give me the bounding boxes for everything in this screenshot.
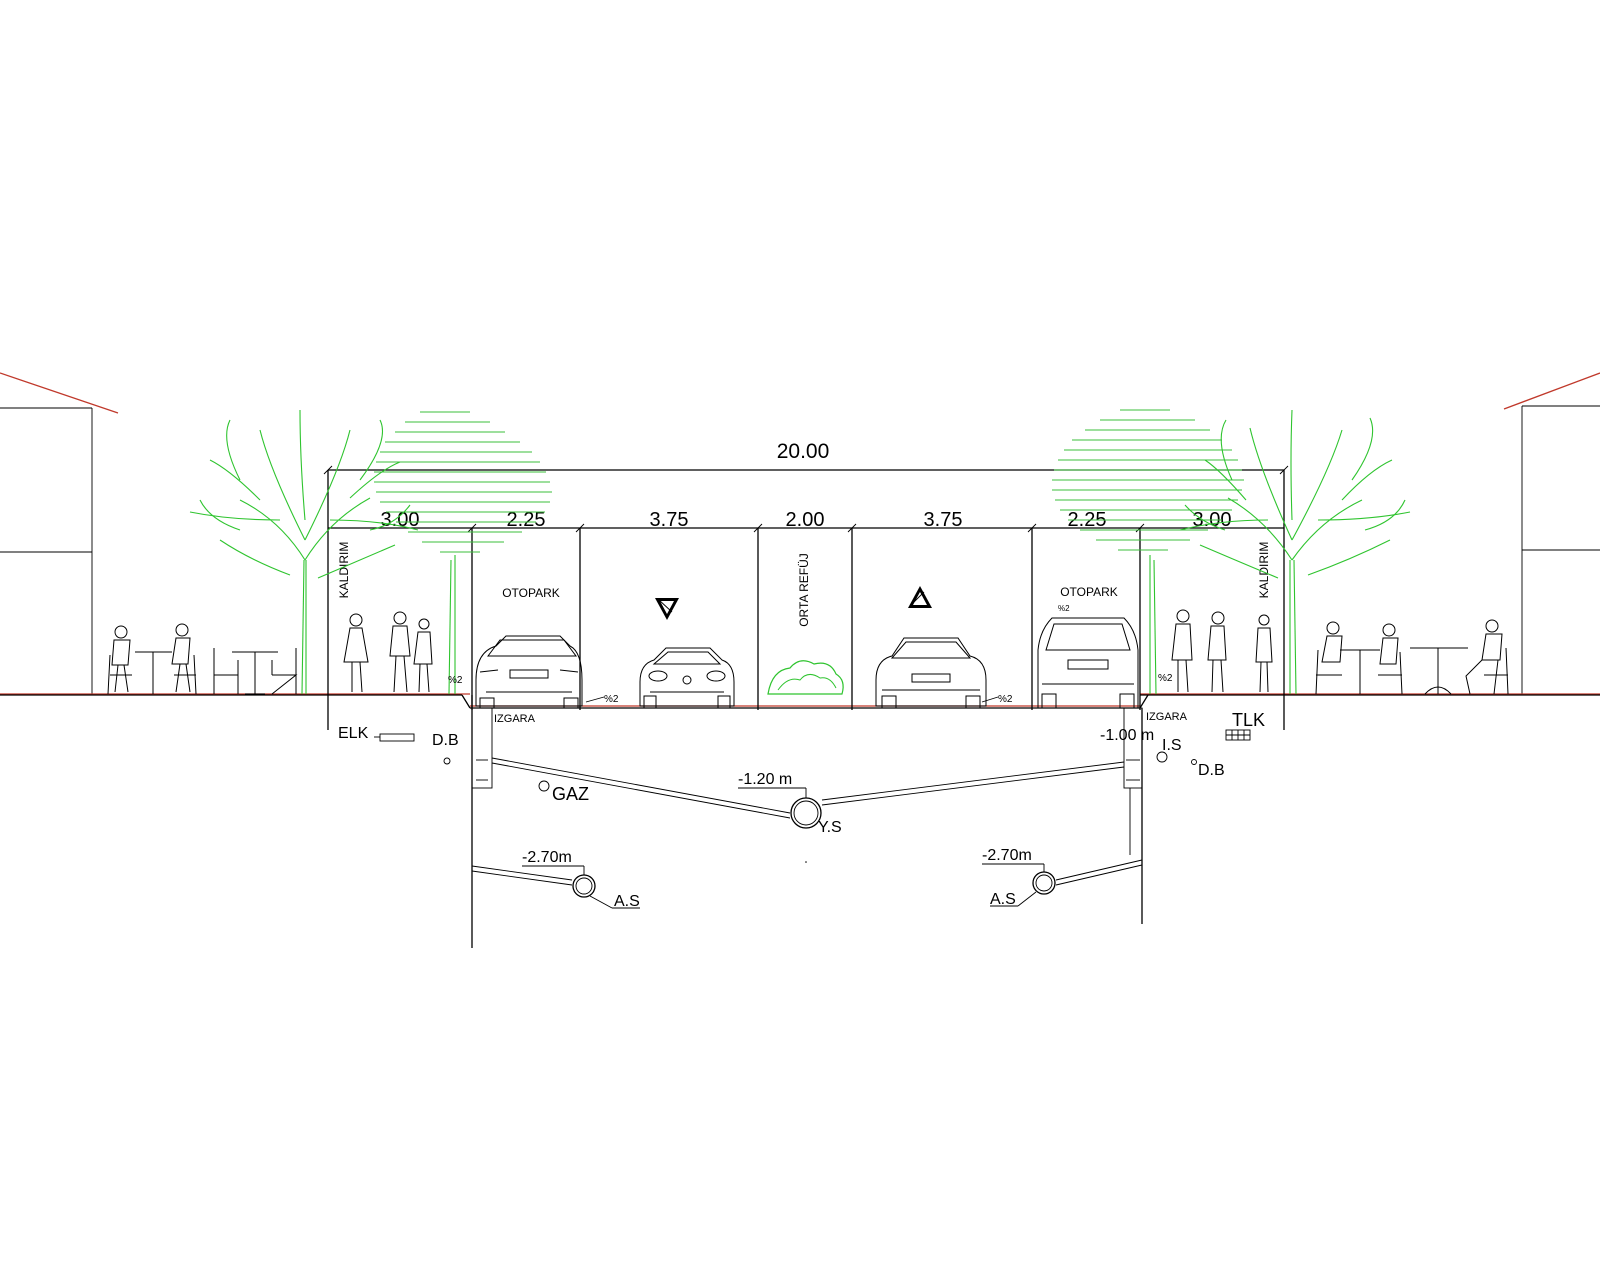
stormwater-drain-lines	[491, 757, 1125, 829]
cafe-table-right-2	[1410, 619, 1509, 695]
car-right-parking	[1037, 617, 1139, 709]
telecom-duct-icon	[1225, 729, 1251, 741]
pedestrians-left	[343, 611, 433, 693]
slope-right-road: %2	[998, 694, 1013, 705]
dim-left-lane: 3.75	[650, 509, 689, 531]
pedestrians-right	[1171, 609, 1273, 693]
tree-left-outer	[189, 409, 419, 695]
electric-cable-icon	[374, 733, 415, 742]
building-right	[1503, 372, 1600, 694]
cafe-table-left-2	[213, 648, 298, 695]
label-right-kaldirim: KALDIRIM	[1257, 542, 1271, 599]
sewer-right	[990, 859, 1143, 907]
drinking-water-right-label: D.B	[1198, 762, 1225, 779]
tree-right-inner	[1052, 409, 1244, 695]
sewer-right-depth: -2.70m	[982, 847, 1032, 864]
building-left	[0, 372, 119, 694]
slope-right-sidewalk: %2	[1158, 673, 1173, 684]
sewer-right-label: A.S	[990, 891, 1016, 908]
gas-label: GAZ	[552, 784, 589, 804]
cafe-table-left-1	[107, 623, 197, 695]
label-left-kaldirim: KALDIRIM	[337, 542, 351, 599]
dim-left-sidewalk: 3.00	[381, 509, 420, 531]
drinking-water-left-pipe-icon	[443, 757, 451, 765]
tree-left-inner	[374, 411, 552, 695]
dim-right-lane: 3.75	[924, 509, 963, 531]
car-left-lane	[639, 647, 735, 709]
telecom-label: TLK	[1232, 710, 1265, 730]
grate-right-label: IZGARA	[1146, 711, 1188, 723]
direction-arrow-up-icon	[908, 586, 932, 608]
irrigation-depth: -1.00 m	[1100, 727, 1154, 744]
label-left-otopark: OTOPARK	[502, 586, 560, 600]
drinking-water-left-label: D.B	[432, 732, 459, 749]
drinking-water-right-pipe-icon	[1191, 759, 1197, 765]
slope-left-road: %2	[604, 694, 619, 705]
label-median: ORTA REFÜJ	[797, 553, 811, 627]
car-left-parking	[475, 635, 583, 709]
stormwater-depth: -1.20 m	[738, 771, 792, 788]
ground-line	[0, 693, 1600, 709]
gas-pipe-icon	[538, 780, 550, 792]
dim-left-parking: 2.25	[507, 509, 546, 531]
sewer-left-depth: -2.70m	[522, 849, 572, 866]
slope-left-sidewalk: %2	[448, 675, 463, 686]
slope-right-parking: %2	[1058, 604, 1070, 613]
cafe-table-right-1	[1315, 621, 1403, 695]
trench-walls	[471, 695, 1143, 948]
electric-label: ELK	[338, 725, 369, 742]
shrub-median	[767, 660, 844, 695]
center-point	[805, 861, 807, 863]
sewer-left-label: A.S	[614, 893, 640, 910]
total-width-label: 20.00	[777, 440, 830, 463]
label-right-otopark: OTOPARK	[1060, 585, 1118, 599]
direction-arrow-down-icon	[655, 598, 679, 620]
dim-median: 2.00	[786, 509, 825, 531]
tree-right-outer	[1179, 409, 1411, 695]
stormwater-label: Y.S	[818, 819, 842, 836]
car-right-lane	[875, 637, 987, 709]
irrigation-pipe-icon	[1156, 751, 1168, 763]
grate-left-label: IZGARA	[494, 713, 536, 725]
irrigation-label: I.S	[1162, 737, 1182, 754]
